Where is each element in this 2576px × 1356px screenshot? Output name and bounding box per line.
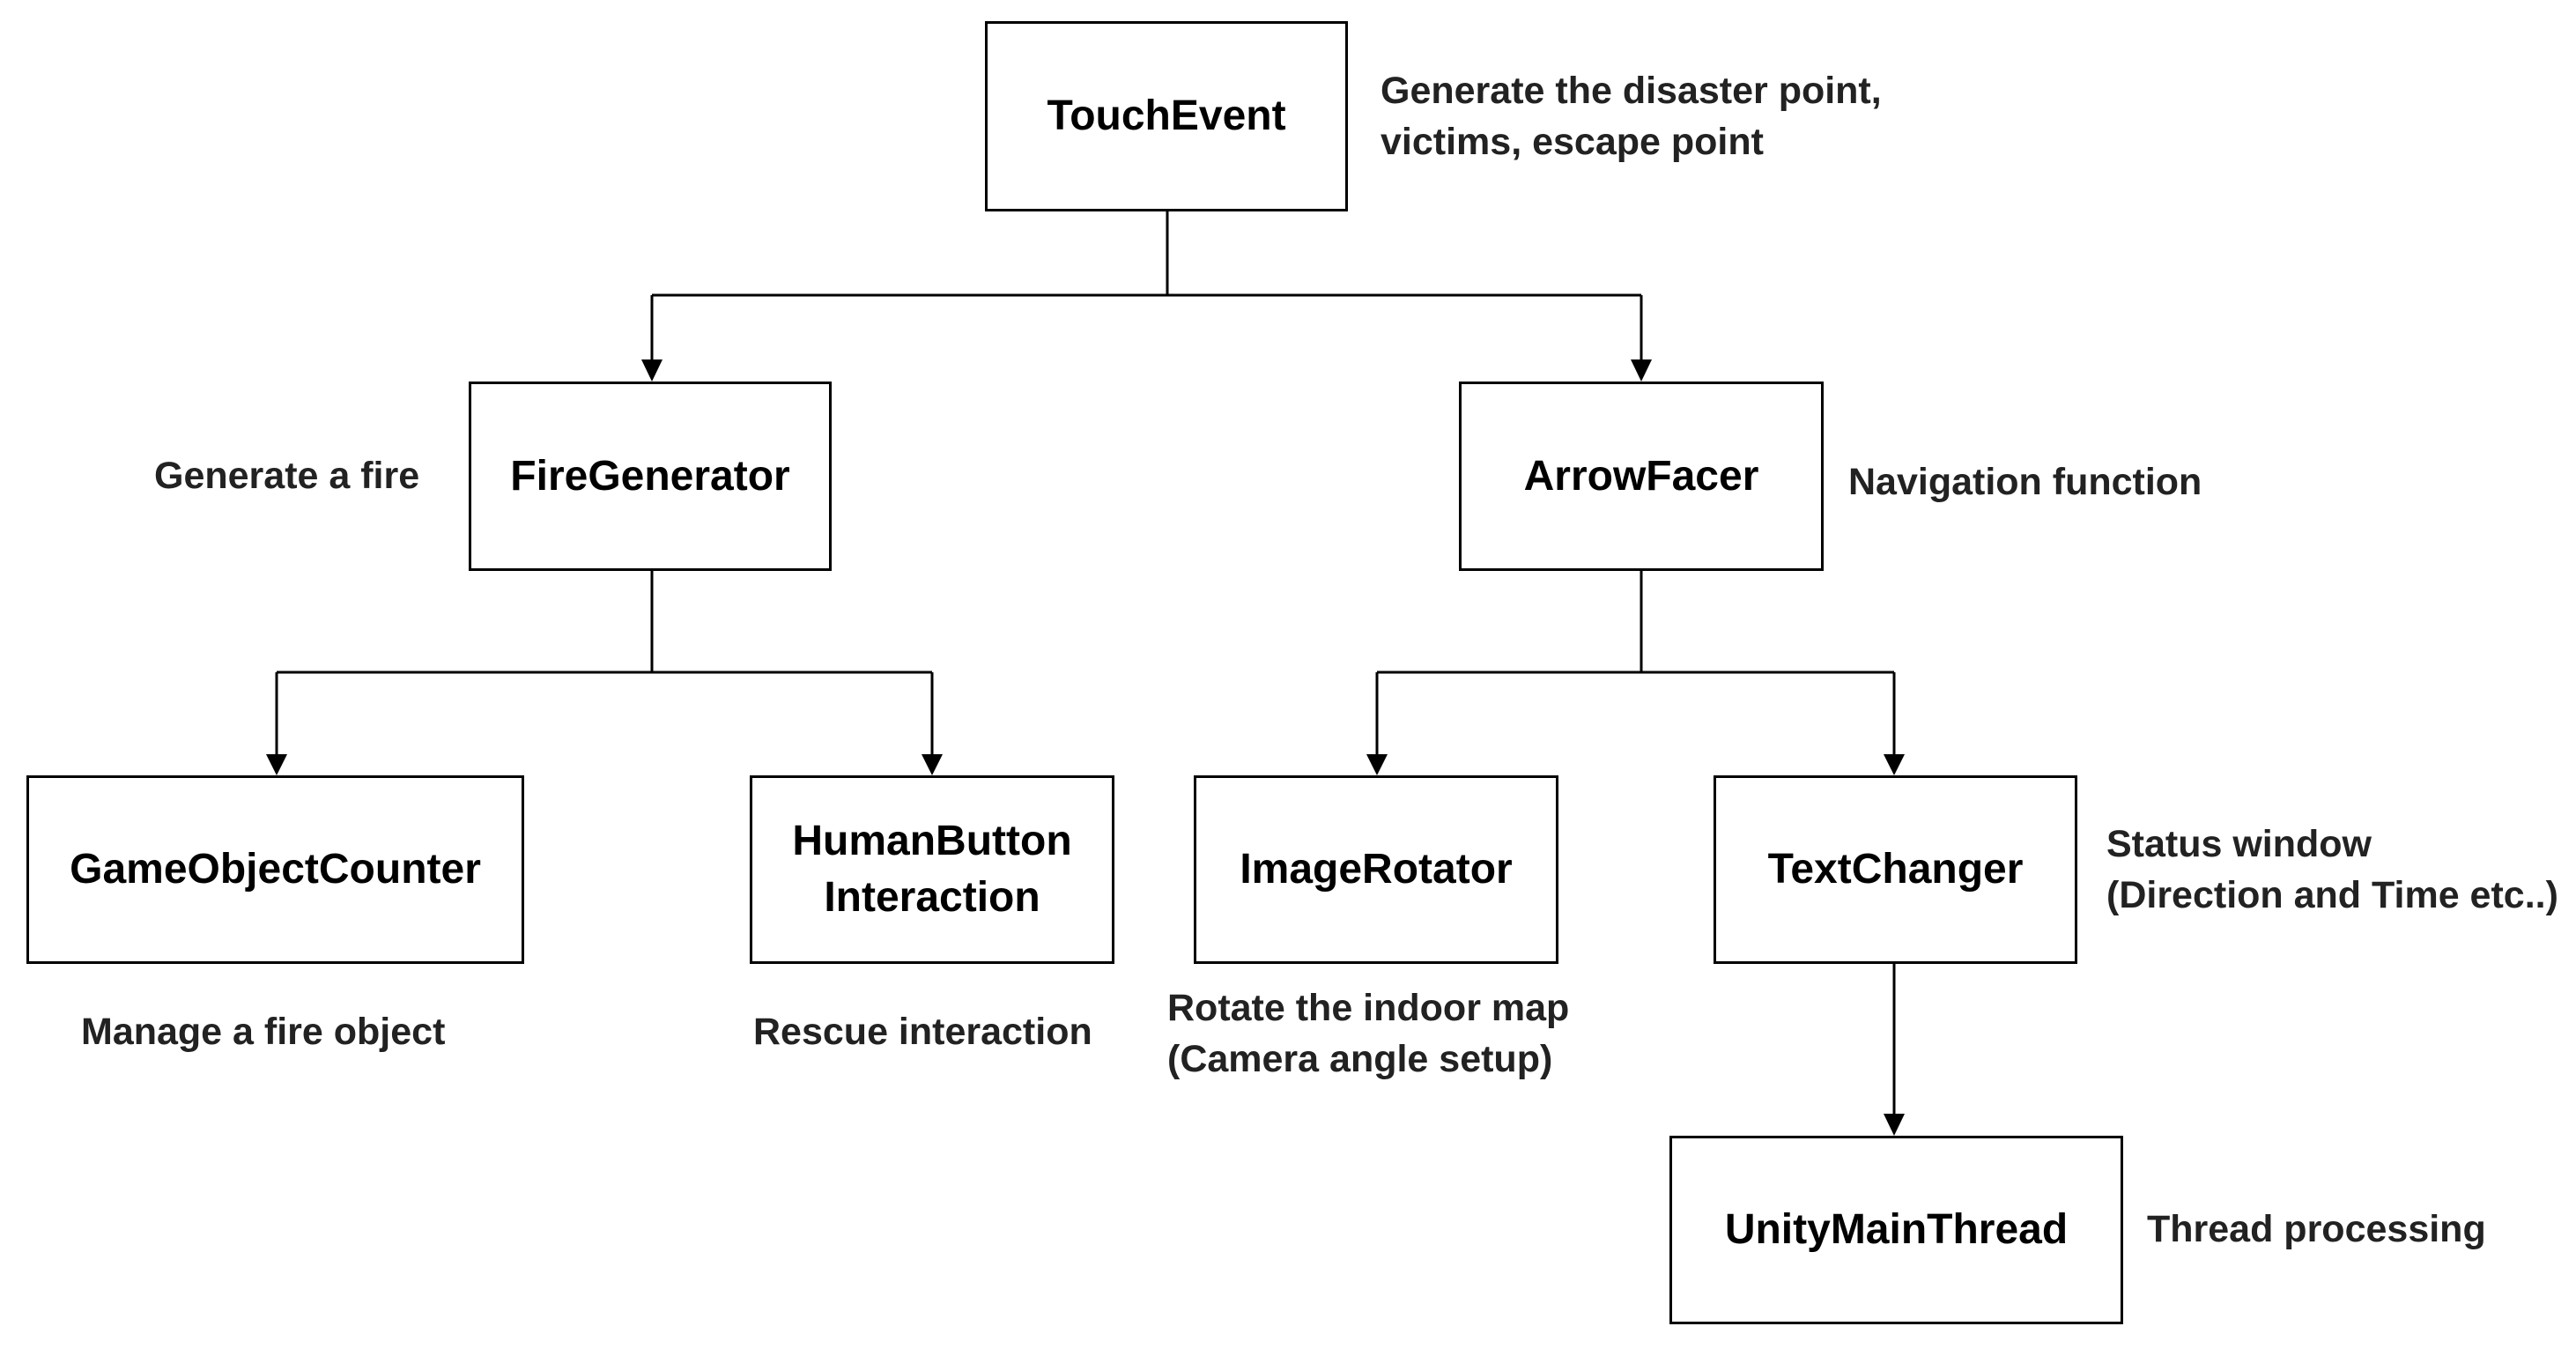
connector-arrowfacer-to-children [1377, 571, 1894, 674]
arrowhead-firegenerator [641, 359, 663, 382]
node-gameobjectcounter: GameObjectCounter [26, 775, 524, 964]
node-humanbuttoninteraction-label: HumanButton Interaction [792, 818, 1072, 921]
arrowhead-gameobjectcounter [266, 754, 287, 775]
note-unitymainthread: Thread processing [2147, 1208, 2486, 1250]
note-humanbuttoninteraction: Rescue interaction [753, 1011, 1092, 1053]
node-firegenerator-label: FireGenerator [510, 452, 790, 500]
node-unitymainthread: UnityMainThread [1669, 1136, 2123, 1324]
arrowhead-unitymainthread [1884, 1114, 1905, 1136]
node-imagerotator-label: ImageRotator [1240, 846, 1513, 893]
node-arrowfacer: ArrowFacer [1459, 382, 1824, 571]
arrowhead-humanbuttoninteraction [922, 754, 943, 775]
arrowhead-arrowfacer [1631, 359, 1652, 382]
node-arrowfacer-label: ArrowFacer [1523, 452, 1759, 500]
node-touchevent-label: TouchEvent [1047, 93, 1286, 139]
note-arrowfacer: Navigation function [1848, 461, 2202, 503]
note-touchevent: Generate the disaster point, victims, es… [1381, 70, 1882, 163]
note-textchanger: Status window (Direction and Time etc..) [2106, 823, 2558, 916]
arrowhead-imagerotator [1366, 754, 1388, 775]
connector-touchevent-to-children [652, 211, 1641, 297]
node-gameobjectcounter-label: GameObjectCounter [70, 846, 481, 893]
note-firegenerator: Generate a fire [154, 455, 420, 497]
arrowhead-textchanger [1884, 754, 1905, 775]
node-imagerotator: ImageRotator [1194, 775, 1558, 964]
node-unitymainthread-label: UnityMainThread [1724, 1206, 2069, 1253]
node-firegenerator: FireGenerator [469, 382, 832, 571]
node-touchevent: TouchEvent [985, 21, 1348, 211]
node-humanbuttoninteraction: HumanButton Interaction [750, 775, 1114, 964]
connector-firegenerator-to-children [277, 571, 932, 674]
note-imagerotator: Rotate the indoor map (Camera angle setu… [1167, 987, 1570, 1080]
node-textchanger-label: TextChanger [1767, 846, 2024, 893]
node-textchanger: TextChanger [1714, 775, 2077, 964]
note-gameobjectcounter: Manage a fire object [81, 1011, 446, 1053]
